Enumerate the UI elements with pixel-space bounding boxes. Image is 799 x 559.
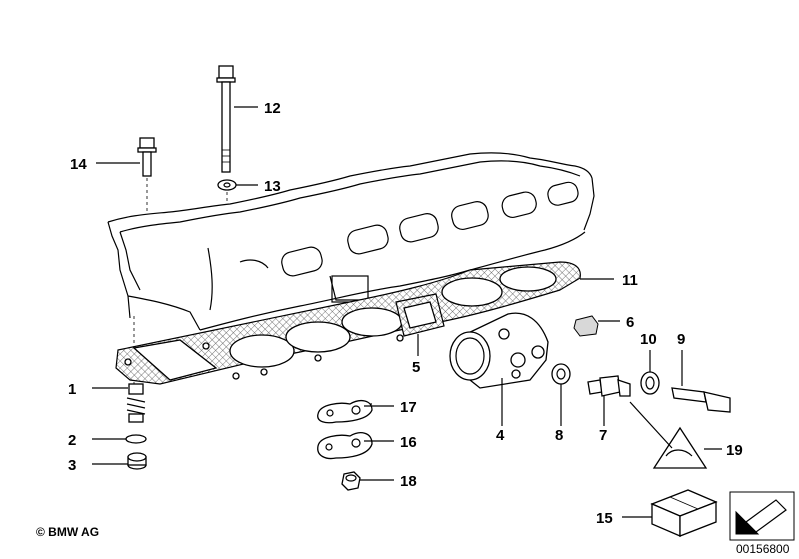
reference-code: 00156800	[736, 542, 790, 556]
o-ring-2	[125, 434, 147, 444]
nut-18	[341, 471, 361, 491]
cap-nut-6	[573, 315, 599, 337]
callout-4: 4	[496, 427, 505, 444]
callout-8: 8	[555, 427, 563, 444]
flange-16	[317, 432, 373, 460]
callout-6: 6	[626, 314, 634, 331]
valve-assembly-1	[126, 383, 146, 423]
callout-1: 1	[68, 381, 76, 398]
bolt-14	[137, 137, 157, 177]
seal-3	[127, 452, 147, 470]
callout-17: 17	[400, 399, 417, 416]
reference-box	[729, 491, 795, 541]
temp-sensor-7	[587, 375, 631, 397]
thermostat-housing	[449, 312, 549, 389]
washer-8	[551, 363, 571, 385]
washer-13	[217, 179, 237, 191]
flange-gasket-17	[317, 399, 373, 424]
callout-9: 9	[677, 331, 685, 348]
callout-7: 7	[599, 427, 607, 444]
callout-11: 11	[622, 272, 638, 289]
callout-19: 19	[726, 442, 743, 459]
seal-ring-10	[640, 371, 660, 395]
leader-lines	[92, 106, 722, 518]
repair-kit-box-15	[650, 489, 718, 537]
callout-16: 16	[400, 434, 417, 451]
arrow-icon	[735, 499, 787, 535]
callout-13: 13	[264, 178, 281, 195]
callout-5: 5	[412, 359, 420, 376]
sensor-9	[671, 387, 731, 413]
callout-14: 14	[70, 156, 87, 173]
callout-10: 10	[640, 331, 657, 348]
callout-labels: 1 2 3 4 5 6 7 8 9 10 11 12 13 14 15 16 1…	[68, 100, 743, 527]
head-gasket	[115, 261, 581, 385]
head-bolt-12	[216, 65, 236, 173]
callout-3: 3	[68, 457, 76, 474]
warning-label-19	[652, 426, 708, 469]
callout-18: 18	[400, 473, 417, 490]
callout-15: 15	[596, 510, 613, 527]
gasket-5	[395, 293, 445, 337]
cylinder-head	[107, 152, 595, 384]
callout-2: 2	[68, 432, 76, 449]
copyright-text: © BMW AG	[36, 525, 99, 539]
callout-12: 12	[264, 100, 281, 117]
